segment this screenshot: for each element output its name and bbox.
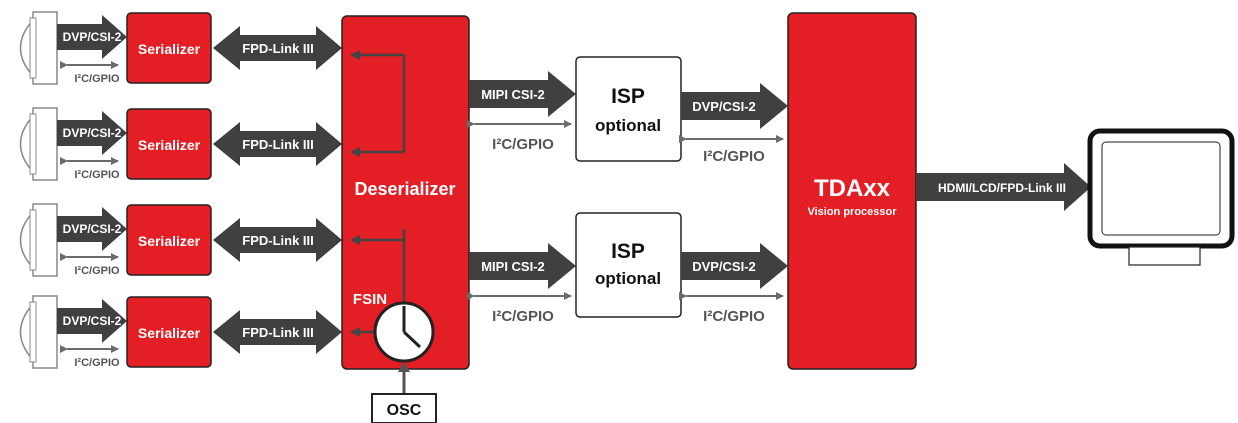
control-label: I²C/GPIO — [74, 265, 120, 277]
fpd-link-label: FPD-Link III — [242, 233, 314, 248]
control-label: I²C/GPIO — [74, 169, 120, 181]
serializer-block — [126, 108, 212, 180]
isp-path-2: MIPI CSI-2 I²C/GPIO ISP optional DVP/CSI… — [467, 212, 788, 325]
camera-link-label: DVP/CSI-2 — [63, 30, 122, 44]
processor-title: TDAxx — [814, 175, 891, 202]
fsin-label: FSIN — [353, 291, 387, 308]
isp-path-1: MIPI CSI-2 I²C/GPIO ISP optional DVP/CSI… — [467, 56, 788, 165]
mipi-label: MIPI CSI-2 — [481, 87, 545, 102]
camera-row-4: DVP/CSI-2 I²C/GPIO Serializer FPD-Link I… — [19, 295, 342, 369]
fpd-link-arrow — [213, 26, 342, 70]
control-label: I²C/GPIO — [492, 136, 554, 153]
mipi-arrow — [469, 243, 576, 289]
isp-subtitle: optional — [595, 116, 661, 135]
camera-row-1: DVP/CSI-2 I²C/GPIO Serializer FPD-Link I… — [19, 11, 342, 85]
serializer-block — [126, 12, 212, 84]
camera-row-3: DVP/CSI-2 I²C/GPIO Serializer FPD-Link I… — [19, 203, 342, 277]
camera-row-2: DVP/CSI-2 I²C/GPIO Serializer FPD-Link I… — [19, 107, 342, 181]
deserializer-label: Deserializer — [354, 179, 455, 199]
control-label: I²C/GPIO — [703, 148, 765, 165]
clock-icon — [373, 301, 435, 363]
fpd-link-label: FPD-Link III — [242, 41, 314, 56]
display-monitor-icon — [1087, 128, 1235, 266]
serializer-block — [126, 204, 212, 276]
serializer-label: Serializer — [138, 137, 201, 153]
camera-link-arrow — [57, 15, 127, 59]
isp-block — [575, 212, 682, 318]
dvp-label: DVP/CSI-2 — [692, 259, 756, 274]
dvp-label: DVP/CSI-2 — [692, 99, 756, 114]
osc-label: OSC — [387, 402, 422, 419]
camera-icon — [19, 295, 58, 369]
serializer-label: Serializer — [138, 41, 201, 57]
camera-link-label: DVP/CSI-2 — [63, 126, 122, 140]
isp-block — [575, 56, 682, 162]
camera-link-label: DVP/CSI-2 — [63, 222, 122, 236]
osc-link-arrowhead — [398, 362, 410, 372]
control-label: I²C/GPIO — [74, 357, 120, 369]
serializer-label: Serializer — [138, 325, 201, 341]
mipi-label: MIPI CSI-2 — [481, 259, 545, 274]
fpd-link-arrow — [213, 218, 342, 262]
display-link-label: HDMI/LCD/FPD-Link III — [938, 181, 1066, 195]
isp-title: ISP — [611, 240, 645, 263]
camera-link-label: DVP/CSI-2 — [63, 314, 122, 328]
fpd-link-label: FPD-Link III — [242, 325, 314, 340]
fsin-sync-lines — [350, 50, 406, 337]
camera-link-arrow — [57, 299, 127, 343]
control-label: I²C/GPIO — [492, 308, 554, 325]
control-label: I²C/GPIO — [74, 73, 120, 85]
camera-icon — [19, 107, 58, 181]
camera-icon — [19, 203, 58, 277]
mipi-arrow — [469, 71, 576, 117]
serializer-block — [126, 296, 212, 368]
camera-icon — [19, 11, 58, 85]
fpd-link-arrow — [213, 122, 342, 166]
fpd-link-label: FPD-Link III — [242, 137, 314, 152]
processor-subtitle: Vision processor — [807, 206, 897, 218]
control-label: I²C/GPIO — [703, 308, 765, 325]
dvp-arrow — [681, 83, 788, 129]
isp-subtitle: optional — [595, 269, 661, 288]
fpd-link-arrow — [213, 310, 342, 354]
camera-link-arrow — [57, 111, 127, 155]
serializer-label: Serializer — [138, 233, 201, 249]
osc-block — [371, 393, 437, 423]
dvp-arrow — [681, 243, 788, 289]
display-link-arrow — [916, 163, 1091, 211]
isp-title: ISP — [611, 85, 645, 108]
camera-link-arrow — [57, 207, 127, 251]
